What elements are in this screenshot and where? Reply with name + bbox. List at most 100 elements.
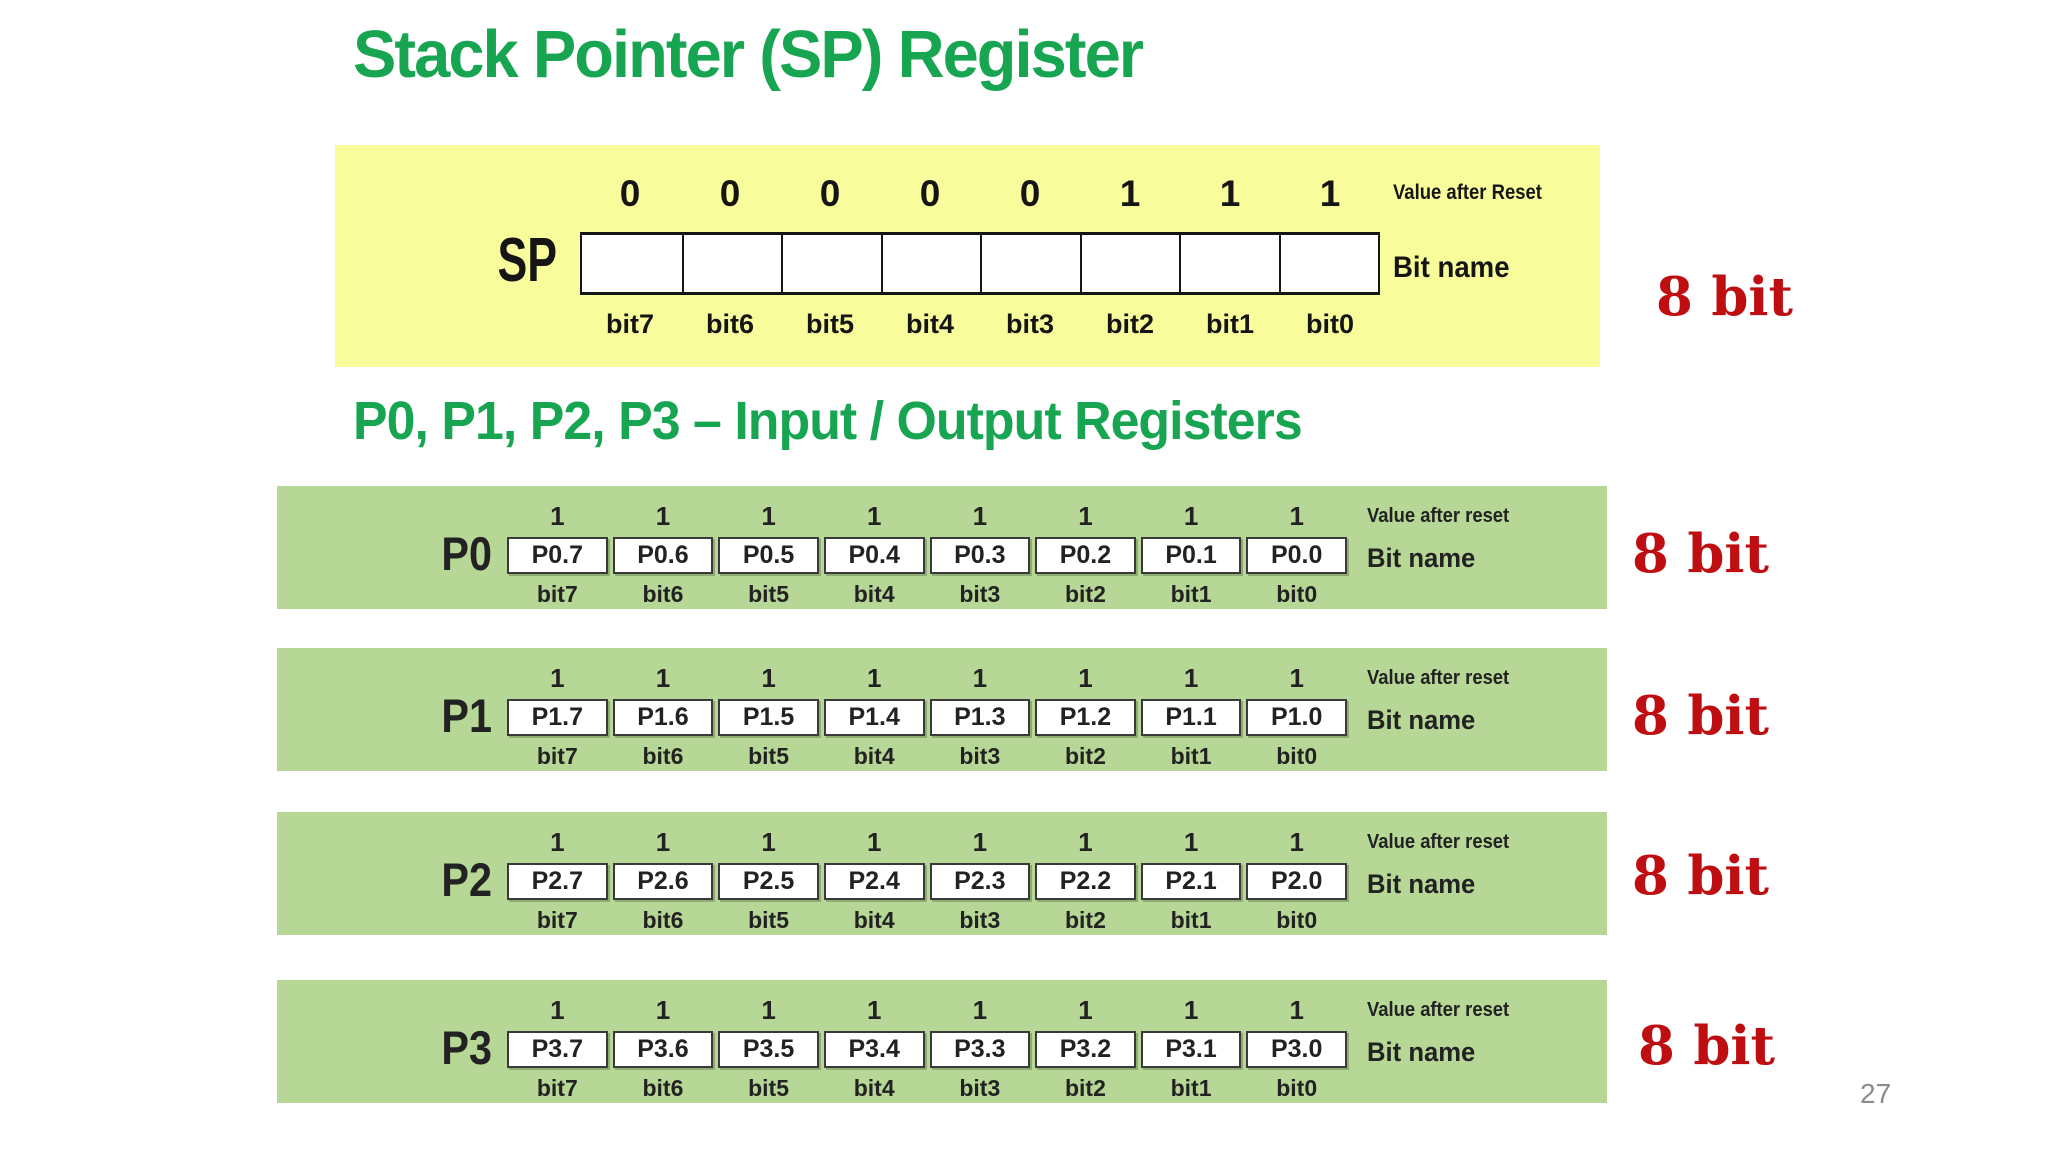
p0-register-name: P0	[441, 527, 492, 580]
p0-reset-value: 1	[972, 501, 988, 531]
p3-bit-label: bit3	[959, 1075, 1001, 1101]
p0-bit-label: bit2	[1064, 581, 1106, 607]
p0-reset-value: 1	[1183, 501, 1199, 531]
p2-bit-label: bit3	[959, 907, 1001, 933]
p1-bit-cell: P1.0	[1246, 699, 1347, 736]
p2-bit-label: bit2	[1064, 907, 1106, 933]
sp-bit-cell	[980, 235, 1080, 292]
sp-bit-label: bit0	[1305, 309, 1354, 339]
sp-bit-cell	[681, 235, 782, 292]
p1-bit-label: bit1	[1170, 743, 1212, 769]
sp-reset-value: 1	[1319, 173, 1341, 214]
p0-bit-label: bit7	[536, 581, 578, 607]
p3-reset-value: 1	[1289, 995, 1304, 1025]
p3-value-caption: Value after reset	[1367, 999, 1510, 1021]
sp-reset-value: 0	[719, 173, 741, 214]
p3-bit-label: bit0	[1276, 1075, 1318, 1101]
p2-bit-label: bit1	[1170, 907, 1212, 933]
p3-reset-value: 1	[761, 995, 776, 1025]
p3-reset-value: 1	[550, 995, 565, 1025]
sp-bit-label: bit4	[905, 309, 954, 339]
sp-reset-value: 1	[1219, 173, 1241, 214]
p0-reset-value: 1	[761, 501, 776, 531]
sp-reset-value: 0	[819, 173, 841, 214]
p0-bit-label: bit1	[1170, 581, 1212, 607]
p3-reset-value: 1	[1183, 995, 1199, 1025]
p1-bit-cell: P1.3	[929, 699, 1031, 736]
p2-reset-value: 1	[1078, 827, 1093, 857]
p0-bit-cell: P0.7	[507, 537, 608, 574]
page-number: 27	[1860, 1078, 1892, 1109]
p1-bitname-caption: Bit name	[1367, 705, 1476, 735]
p2-bit-cell: P2.0	[1246, 863, 1347, 900]
p1-register-name: P1	[441, 689, 492, 742]
p0-width-label: 8 bit	[1632, 523, 1770, 585]
p1-reset-value: 1	[1078, 663, 1093, 693]
p0-bit-cell: P0.5	[718, 537, 819, 574]
p2-reset-value: 1	[761, 827, 776, 857]
p3-bit-cell: P3.1	[1140, 1031, 1242, 1068]
p3-bitname-caption: Bit name	[1367, 1037, 1476, 1067]
p1-reset-value: 1	[1183, 663, 1199, 693]
p2-bit-cell: P2.4	[823, 863, 925, 900]
p3-reset-value: 1	[972, 995, 988, 1025]
p1-reset-value: 1	[761, 663, 776, 693]
p3-bit-label: bit2	[1064, 1075, 1106, 1101]
p2-reset-value: 1	[550, 827, 565, 857]
sp-bit-label: bit2	[1105, 309, 1154, 339]
p3-bit-cell: P3.4	[823, 1031, 925, 1068]
p0-bitname-caption: Bit name	[1367, 543, 1476, 573]
p3-bit-cell: P3.2	[1035, 1031, 1136, 1068]
p3-reset-value: 1	[866, 995, 882, 1025]
p3-bit-cell: P3.7	[507, 1031, 608, 1068]
p0-bit-label: bit5	[748, 581, 789, 607]
p0-bit-label: bit3	[959, 581, 1001, 607]
p3-reset-value: 1	[1078, 995, 1093, 1025]
p2-bit-cell: P2.1	[1140, 863, 1242, 900]
sp-reset-value: 0	[1019, 173, 1041, 214]
p1-bit-label: bit2	[1064, 743, 1106, 769]
p3-bit-cell: P3.5	[718, 1031, 819, 1068]
sp-reset-value: 0	[619, 173, 641, 214]
p0-reset-value: 1	[1078, 501, 1093, 531]
p2-bit-label: bit5	[748, 907, 789, 933]
p1-bit-cell: P1.1	[1140, 699, 1242, 736]
sp-reset-value: 0	[919, 173, 941, 214]
p2-bit-label: bit0	[1276, 907, 1318, 933]
p2-bitname-caption: Bit name	[1367, 869, 1476, 899]
p2-register-name: P2	[441, 853, 492, 906]
p1-bit-cell: P1.5	[718, 699, 819, 736]
p2-bit-cell: P2.2	[1035, 863, 1136, 900]
p0-reset-value: 1	[1289, 501, 1304, 531]
sp-bit-label: bit5	[805, 309, 854, 339]
p2-width-label: 8 bit	[1632, 845, 1770, 907]
p3-register-name: P3	[441, 1021, 492, 1074]
sp-bit-cell	[880, 235, 981, 292]
p1-bit-label: bit3	[959, 743, 1001, 769]
p1-bit-label: bit7	[536, 743, 578, 769]
sp-bit-cell	[1179, 235, 1279, 292]
p3-bit-label: bit7	[536, 1075, 578, 1101]
p2-bit-cell: P2.7	[507, 863, 608, 900]
subtitle: P0, P1, P2, P3 – Input / Output Register…	[353, 391, 1303, 451]
p0-value-caption: Value after reset	[1367, 505, 1510, 527]
p1-value-caption: Value after reset	[1367, 667, 1510, 689]
p2-reset-value: 1	[1289, 827, 1304, 857]
p2-reset-value: 1	[1183, 827, 1199, 857]
p1-bit-label: bit5	[748, 743, 789, 769]
p0-bit-cell: P0.0	[1246, 537, 1347, 574]
p0-bit-cell: P0.1	[1140, 537, 1242, 574]
p3-bit-label: bit5	[748, 1075, 789, 1101]
